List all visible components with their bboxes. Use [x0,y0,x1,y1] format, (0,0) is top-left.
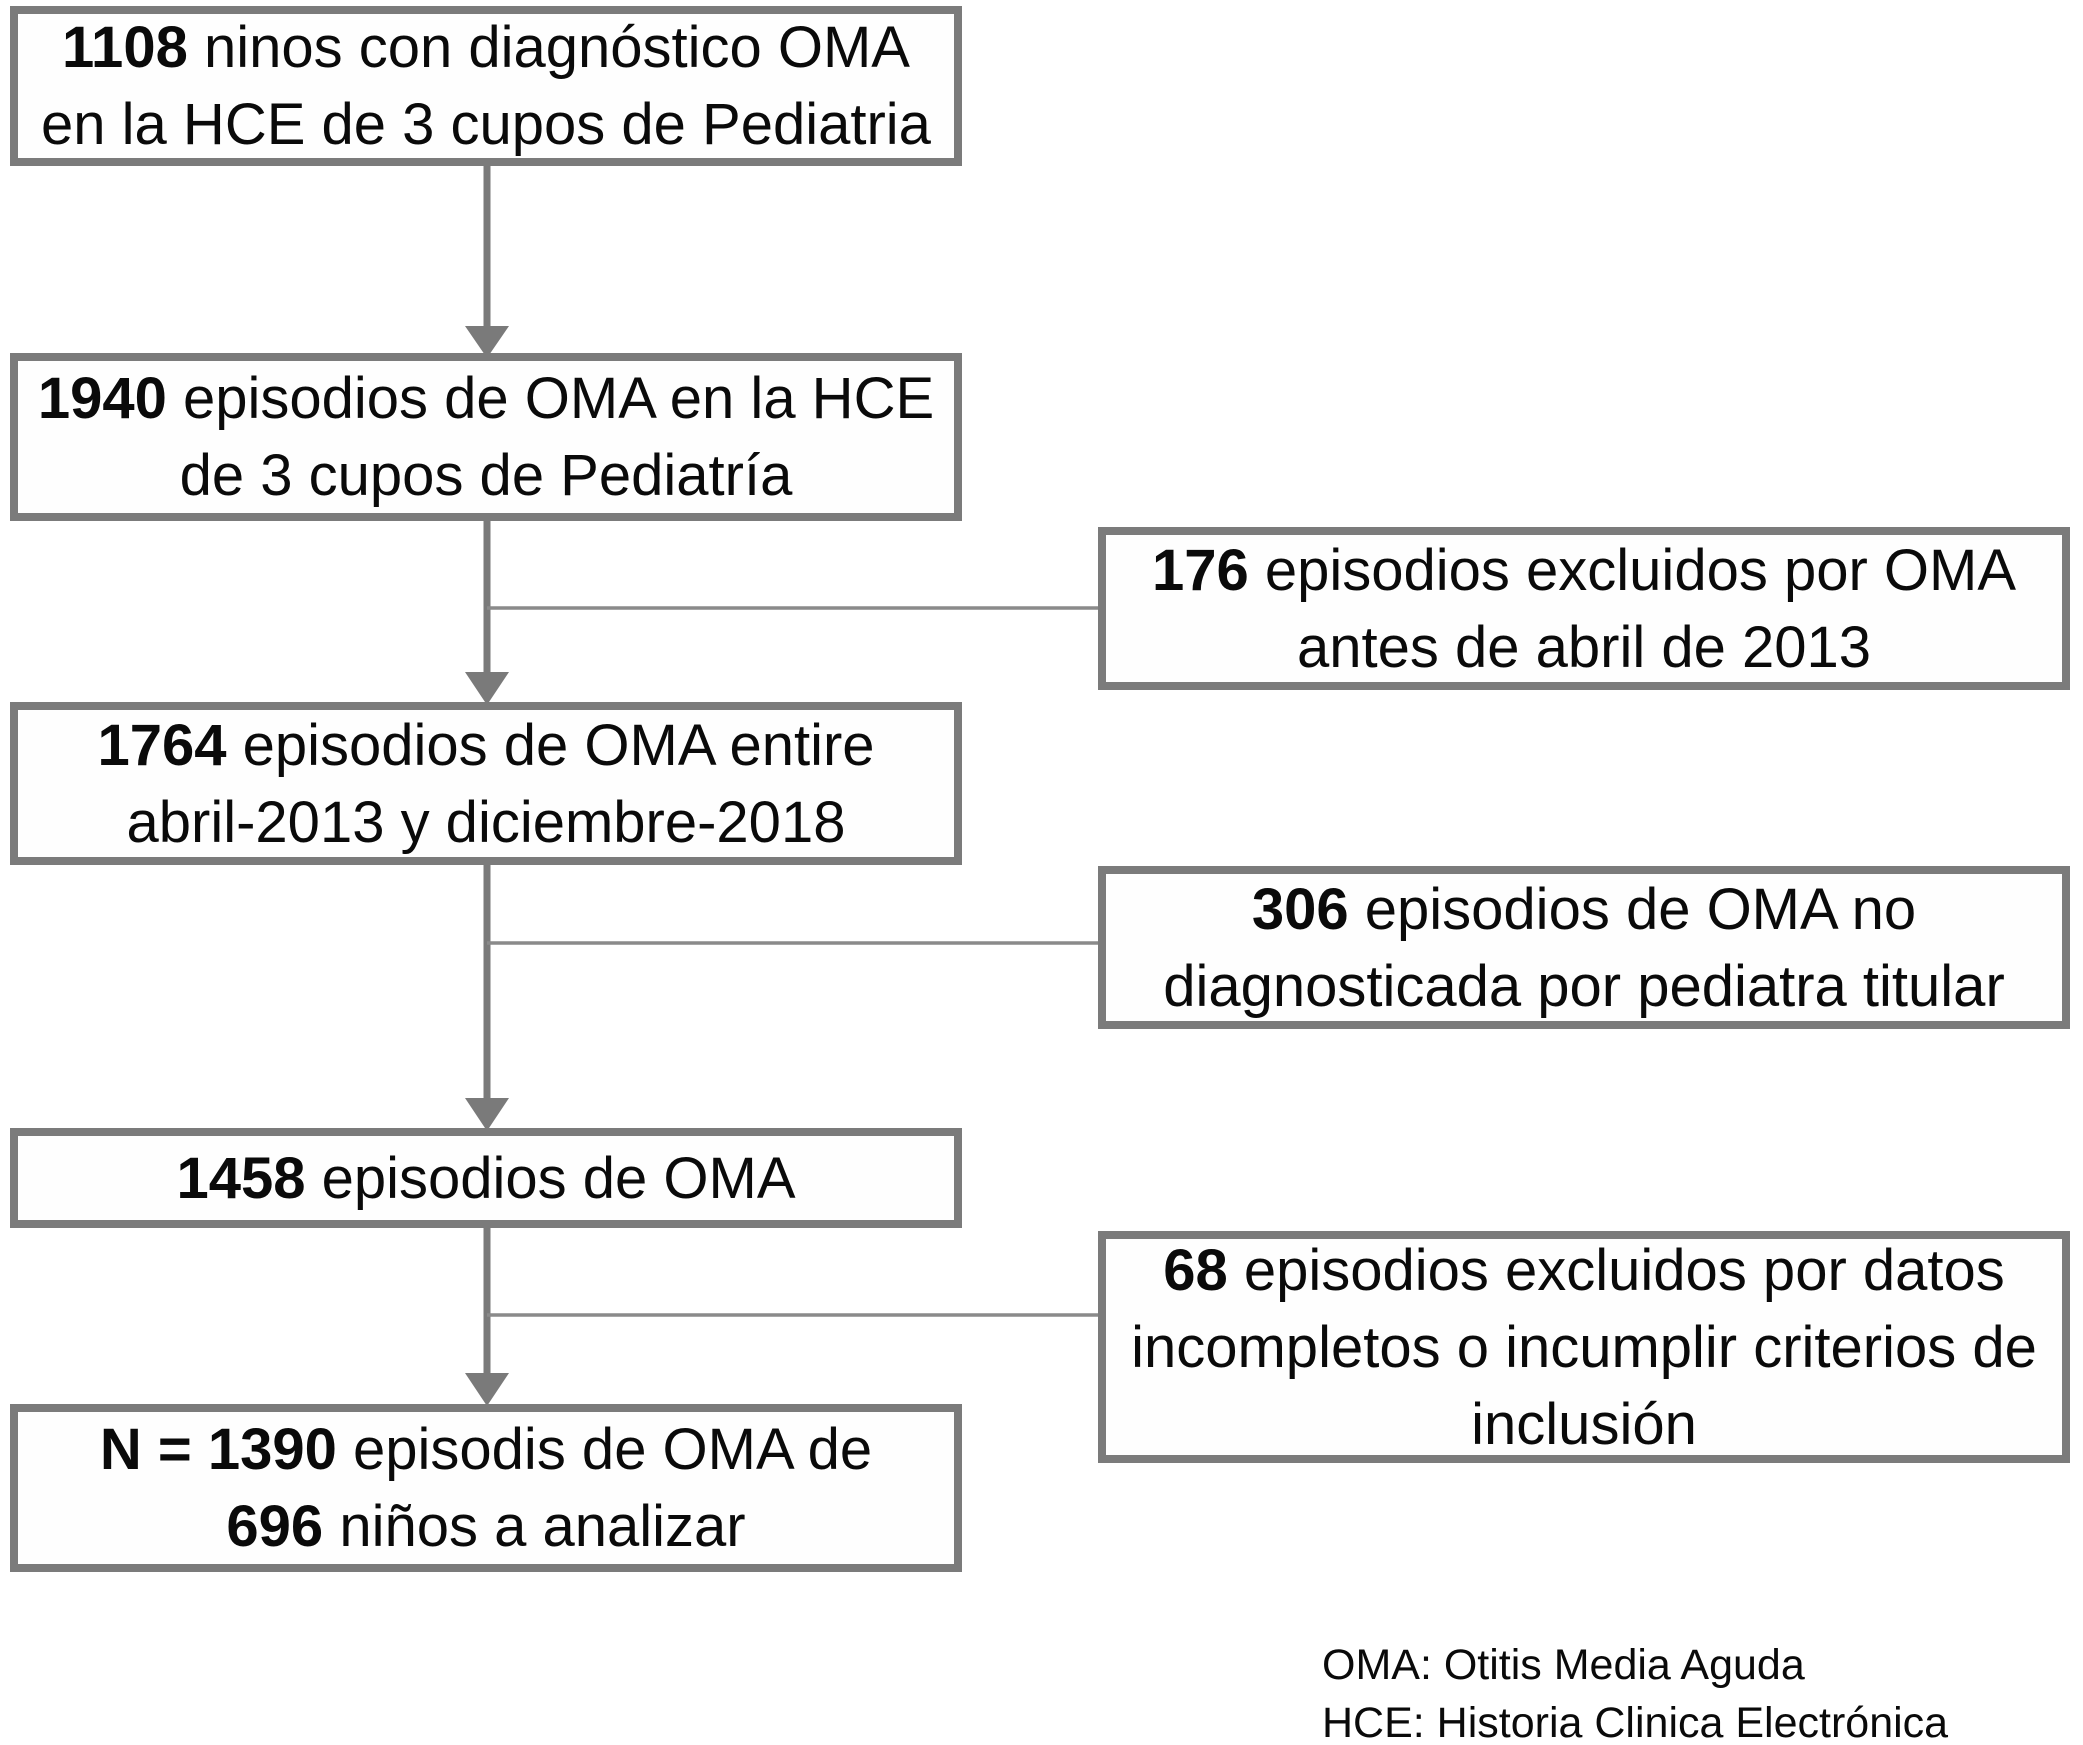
arrow-head-1 [465,326,509,358]
flow-box-1108-children: 1108 ninos con diagnóstico OMA en la HCE… [10,6,962,166]
box-line: 68 episodios excluidos por datos [1163,1232,2005,1309]
box-text: en la HCE de 3 cupos de Pediatria [41,92,931,157]
box-text: episodios excluidos por datos [1227,1237,2005,1303]
box-text: incompletos o incumplir criterios de [1131,1314,2037,1380]
box-text: ninos con diagnóstico OMA [187,15,910,80]
exclusion-box-68: 68 episodios excluidos por datos incompl… [1098,1231,2070,1463]
box-text: de 3 cupos de Pediatría [179,443,793,508]
box-line: 176 episodios excluidos por OMA [1152,532,2016,609]
arrow-head-4 [465,1373,509,1406]
count-value: 176 [1151,537,1249,603]
box-text: episodios de OMA [305,1145,796,1211]
abbreviation-legend: OMA: Otitis Media Aguda HCE: Historia Cl… [1322,1636,1948,1745]
arrow-head-3 [465,1098,509,1131]
arrow-head-2 [465,672,509,705]
box-line: 1458 episodios de OMA [176,1140,795,1217]
count-value: 1108 [62,15,188,80]
legend-line-oma: OMA: Otitis Media Aguda [1322,1641,1805,1689]
flow-box-1940-episodes: 1940 episodios de OMA en la HCE de 3 cup… [10,353,962,521]
flow-box-1458-episodes: 1458 episodios de OMA [10,1128,962,1228]
exclusion-box-176: 176 episodios excluidos por OMA antes de… [1098,527,2070,690]
box-line: N = 1390 episodis de OMA de [100,1411,872,1488]
box-text: niños a analizar [323,1494,746,1559]
box-line: 1764 episodios de OMA entire [97,707,874,784]
box-text: episodios de OMA no [1348,876,1917,942]
flow-box-final-analyzed: N = 1390 episodis de OMA de 696 niños a … [10,1404,962,1572]
box-text: abril-2013 y diciembre-2018 [126,789,846,855]
box-text: episodios excluidos por OMA [1248,537,2017,603]
count-value: 68 [1163,1237,1228,1303]
count-value: 1940 [37,366,167,431]
flow-box-1764-episodes: 1764 episodios de OMA entire abril-2013 … [10,702,962,865]
box-text: episodis de OMA de [336,1417,873,1482]
count-value: 1764 [97,712,227,778]
legend-line-hce: HCE: Historia Clinica Electrónica [1322,1699,1949,1745]
count-value: 306 [1251,876,1349,942]
box-text: episodios de OMA entire [226,712,875,778]
exclusion-box-306: 306 episodios de OMA no diagnosticada po… [1098,866,2070,1029]
box-text: diagnosticada por pediatra titular [1163,953,2005,1019]
count-value: N = 1390 [99,1417,337,1482]
box-line: 1108 ninos con diagnóstico OMA [62,9,910,86]
count-value: 1458 [176,1145,306,1211]
count-value: 696 [226,1494,324,1559]
box-text: inclusión [1471,1391,1697,1457]
box-text: antes de abril de 2013 [1297,614,1871,680]
box-line: 306 episodios de OMA no [1252,871,1916,948]
box-text: episodios de OMA en la HCE [166,366,935,431]
box-line: 696 niños a analizar [226,1488,745,1565]
box-line: 1940 episodios de OMA en la HCE [38,360,934,437]
